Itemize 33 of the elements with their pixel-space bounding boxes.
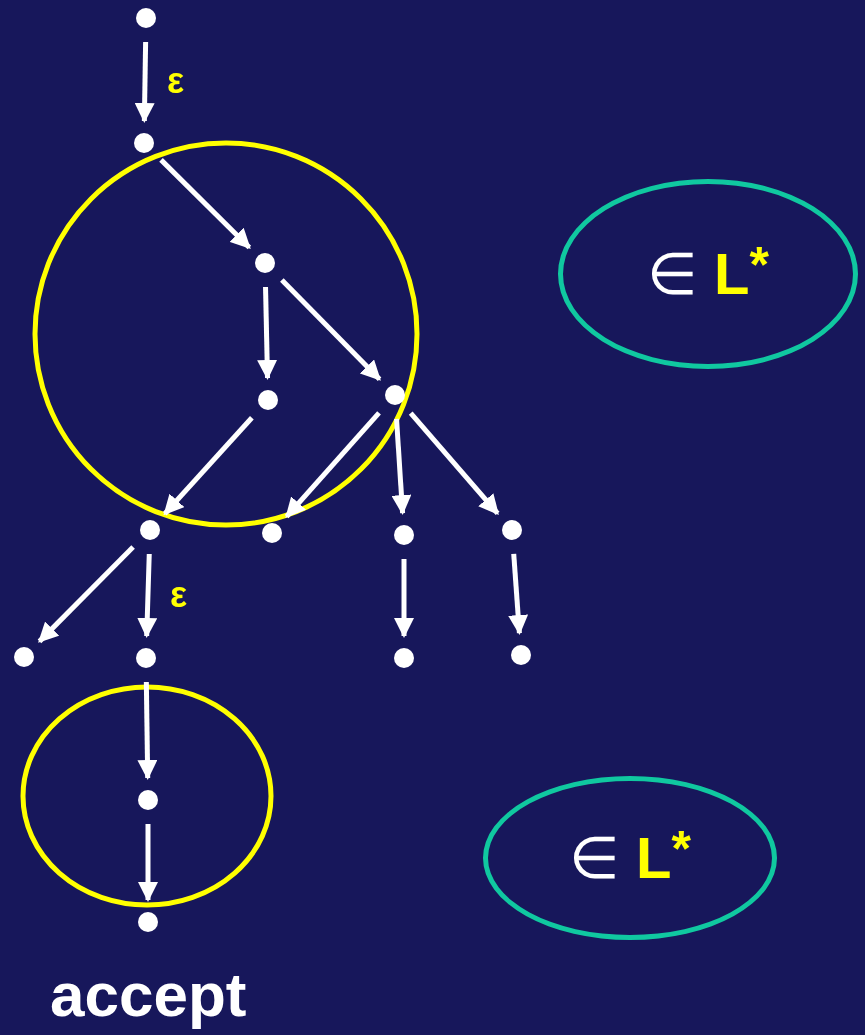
ellipse-node <box>558 179 858 369</box>
state-dot <box>258 390 278 410</box>
state-dot <box>136 648 156 668</box>
arrow <box>284 411 381 519</box>
arrow <box>138 824 158 902</box>
arrow <box>159 158 252 250</box>
state-dot <box>140 520 160 540</box>
state-dot <box>14 647 34 667</box>
state-dot <box>138 790 158 810</box>
ellipse-node <box>483 776 777 940</box>
state-dot <box>138 912 158 932</box>
state-dot <box>262 523 282 543</box>
state-dot <box>134 133 154 153</box>
state-dot <box>385 385 405 405</box>
arrow <box>137 553 158 638</box>
state-dot <box>394 525 414 545</box>
arrow <box>408 411 500 515</box>
membership-label: ∈ L$^{*}$ <box>647 240 769 308</box>
arrow <box>508 553 529 636</box>
membership-label: ∈ L$^{*}$ <box>569 824 691 892</box>
arrow <box>134 41 155 123</box>
state-dot <box>255 253 275 273</box>
arrow <box>37 545 135 644</box>
arrow <box>394 559 414 638</box>
arrow <box>257 286 278 380</box>
state-dot <box>511 645 531 665</box>
state-dot <box>502 520 522 540</box>
state-dot <box>394 648 414 668</box>
state-dot <box>136 8 156 28</box>
arrow <box>280 278 382 382</box>
arrow <box>137 681 158 780</box>
arrow <box>391 418 412 516</box>
arrow <box>162 416 254 516</box>
